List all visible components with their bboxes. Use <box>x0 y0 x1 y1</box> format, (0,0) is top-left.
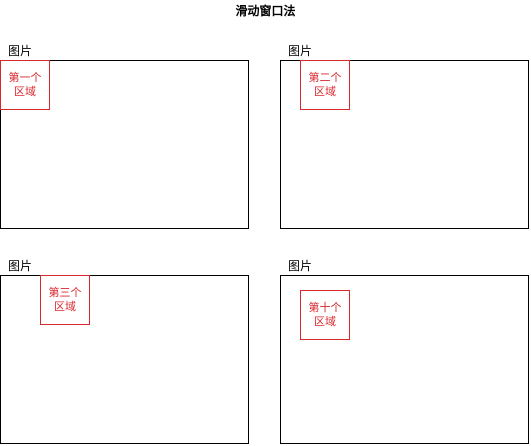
panel-2-window-box: 第二个 区域 <box>300 60 350 110</box>
panel-4-window-box: 第十个 区域 <box>300 290 350 340</box>
panel-1-label: 图片 <box>8 44 33 58</box>
panel-2-label: 图片 <box>288 44 313 58</box>
panel-1-window-text-line1: 第一个 <box>8 71 42 84</box>
panel-3-image-frame <box>0 275 249 444</box>
panel-2-window-text-line2: 区域 <box>314 85 336 98</box>
panel-4-window-text-line1: 第十个 <box>308 301 342 314</box>
panel-4-label: 图片 <box>288 259 313 273</box>
panel-3-window-box: 第三个 区域 <box>40 275 90 325</box>
diagram-title: 滑动窗口法 <box>235 4 296 18</box>
panel-3-window-text-line1: 第三个 <box>48 286 82 299</box>
panel-1-window-box: 第一个 区域 <box>0 60 50 110</box>
panel-3-label: 图片 <box>8 259 33 273</box>
panel-2-window-text-line1: 第二个 <box>308 71 342 84</box>
panel-3-window-text-line2: 区域 <box>54 300 76 313</box>
panel-1-window-text-line2: 区域 <box>14 85 36 98</box>
panel-4-window-text-line2: 区域 <box>314 315 336 328</box>
